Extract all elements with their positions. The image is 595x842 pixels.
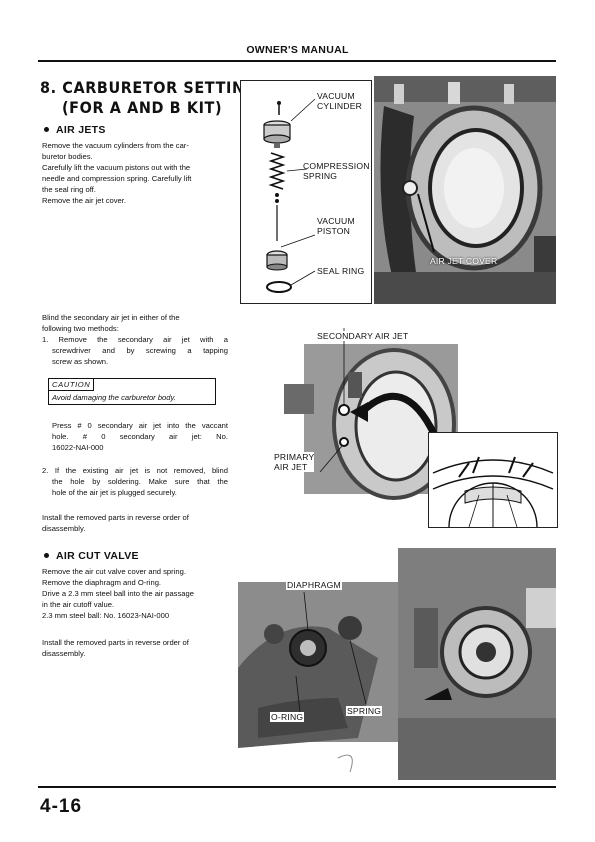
label-air-jet-cover: AIR JET COVER — [430, 256, 498, 266]
section-title: 8. CARBURETOR SETTING (FOR A AND B KIT) — [40, 78, 257, 118]
text-line: the hole by soldering. Make sure that th… — [52, 477, 228, 486]
header-rule — [38, 60, 556, 62]
text-line: hole of the air jet is plugged securely. — [52, 488, 177, 497]
text-line: 2. If the existing air jet is not remove… — [42, 466, 228, 475]
caution-box: CAUTION Avoid damaging the carburetor bo… — [48, 378, 216, 405]
air-jets-install: Install the removed parts in reverse ord… — [42, 512, 234, 534]
bullet-icon — [44, 126, 49, 132]
label-secondary-air-jet: SECONDARY AIR JET — [316, 331, 410, 341]
air-jets-para1: Remove the vacuum cylinders from the car… — [42, 140, 234, 206]
carburetor-photo-1-svg — [374, 76, 556, 304]
inset-diagram — [428, 432, 558, 528]
text-line: needle and compression spring. Carefully… — [42, 174, 192, 183]
text-line: Press # 0 secondary air jet into the vac… — [52, 421, 228, 430]
air-cut-valve-photo — [238, 548, 556, 780]
label-seal-ring: SEAL RING — [317, 266, 365, 276]
exploded-view-diagram: VACUUM CYLINDER COMPRESSION SPRING VACUU… — [240, 80, 372, 304]
text-line: Install the removed parts in reverse ord… — [42, 513, 189, 522]
text-line: following two methods: — [42, 324, 119, 333]
label-vacuum-cylinder: VACUUM CYLINDER — [317, 91, 363, 111]
label-compression-spring: COMPRESSION SPRING — [303, 161, 370, 181]
air-cut-valve-photo-svg — [238, 548, 556, 780]
text-line: hole. # 0 secondary air jet: No. — [52, 432, 228, 441]
label-spring: SPRING — [346, 706, 383, 716]
air-jets-heading: AIR JETS — [44, 124, 106, 136]
step-2: 2. If the existing air jet is not remove… — [42, 465, 228, 498]
text-line: disassembly. — [42, 649, 86, 658]
page-header: OWNER'S MANUAL — [246, 44, 349, 56]
air-jets-para2: Blind the secondary air jet in either of… — [42, 312, 234, 334]
text-line: Drive a 2.3 mm steel ball into the air p… — [42, 589, 194, 598]
text-line: in the air cutoff value. — [42, 600, 115, 609]
text-line: buretor bodies. — [42, 152, 93, 161]
text-line: Remove the diaphragm and O-ring. — [42, 578, 162, 587]
text-line: 2.3 mm steel ball: No. 16023-NAI-000 — [42, 611, 170, 620]
footer-rule — [38, 786, 556, 788]
section-title-line1: 8. CARBURETOR SETTING — [40, 78, 258, 97]
text-line: screw as shown. — [52, 357, 109, 366]
inset-diagram-svg — [429, 433, 557, 527]
text-line: 16022-NAI-000 — [52, 443, 104, 452]
air-cut-valve-install: Install the removed parts in reverse ord… — [42, 637, 234, 659]
text-line: Remove the air jet cover. — [42, 196, 126, 205]
page-number: 4-16 — [40, 796, 83, 817]
label-diaphragm: DIAPHRAGM — [286, 580, 342, 590]
step-1: 1. Remove the secondary air jet with a s… — [42, 334, 228, 367]
text-line: Carefully lift the vacuum pistons out wi… — [42, 163, 191, 172]
carburetor-photo-1: AIR JET COVER — [374, 76, 556, 304]
text-line: Remove the vacuum cylinders from the car… — [42, 141, 189, 150]
label-o-ring: O-RING — [270, 712, 305, 722]
caution-text: Avoid damaging the carburetor body. — [52, 393, 176, 402]
text-line: the seal ring off. — [42, 185, 96, 194]
text-line: Blind the secondary air jet in either of… — [42, 313, 180, 322]
caution-label: CAUTION — [49, 379, 95, 391]
bullet-icon — [44, 552, 49, 558]
text-line: Remove the air cut valve cover and sprin… — [42, 567, 186, 576]
label-primary-air-jet: PRIMARY AIR JET — [274, 452, 315, 472]
section-title-line2: (FOR A AND B KIT) — [62, 98, 223, 117]
text-line: disassembly. — [42, 524, 86, 533]
text-line: 1. Remove the secondary air jet with a — [42, 335, 228, 344]
text-line: Install the removed parts in reverse ord… — [42, 638, 189, 647]
text-line: screwdriver and by screwing a tapping — [52, 346, 228, 355]
press-instructions: Press # 0 secondary air jet into the vac… — [52, 420, 228, 453]
air-cut-valve-para1: Remove the air cut valve cover and sprin… — [42, 566, 234, 621]
exploded-view-svg — [263, 98, 316, 293]
air-cut-valve-heading: AIR CUT VALVE — [44, 550, 139, 562]
label-vacuum-piston: VACUUM PISTON — [317, 216, 355, 236]
